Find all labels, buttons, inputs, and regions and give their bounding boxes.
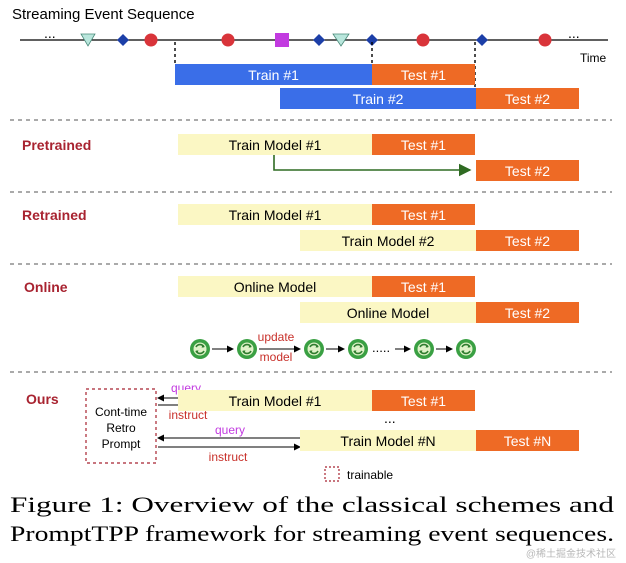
trainable-legend-swatch xyxy=(324,466,340,482)
event-diamond-marker xyxy=(313,34,325,46)
retrained-train1-label: Train Model #1 xyxy=(229,207,322,223)
caption-line1: Figure 1: Overview of the classical sche… xyxy=(10,492,614,517)
online-model2-bar xyxy=(300,302,476,323)
prompt-line2: Retro xyxy=(106,421,136,435)
pretrained-test2-bar xyxy=(476,160,579,181)
timeline-trailing-dots: ... xyxy=(568,25,580,41)
event-circle-marker xyxy=(416,33,430,47)
pretrained-test2-label: Test #2 xyxy=(505,163,550,179)
ours-train1-label: Train Model #1 xyxy=(229,393,322,409)
watermark: @稀土掘金技术社区 xyxy=(526,547,616,560)
test2-label: Test #2 xyxy=(505,91,550,107)
model-update-icon xyxy=(347,338,369,360)
instruct-label-1: instruct xyxy=(169,408,208,422)
query-label-2: query xyxy=(215,423,245,437)
online-test2-label: Test #2 xyxy=(505,305,550,321)
event-triangle-marker xyxy=(80,33,96,47)
train1-bar xyxy=(175,64,372,85)
event-circle-marker xyxy=(538,33,552,47)
prompt-line1: Cont-time xyxy=(95,405,147,419)
ours-dots: ... xyxy=(384,410,396,426)
train2-bar xyxy=(280,88,476,109)
time-axis-label: Time xyxy=(580,51,607,65)
event-square-marker xyxy=(275,33,289,47)
retrained-train2-label: Train Model #2 xyxy=(342,233,435,249)
event-diamond-marker xyxy=(476,34,488,46)
instruct-label-2: instruct xyxy=(209,450,248,464)
model-update-icon xyxy=(455,338,477,360)
ours-label: Ours xyxy=(26,391,59,407)
online-test1-label: Test #1 xyxy=(401,279,446,295)
retrained-test2-bar xyxy=(476,230,579,251)
retrained-test2-label: Test #2 xyxy=(505,233,550,249)
event-diamond-marker xyxy=(366,34,378,46)
online-test1-bar xyxy=(372,276,475,297)
model-label: model xyxy=(260,350,293,364)
timeline-title: Streaming Event Sequence xyxy=(12,6,195,23)
ours-trainN-label: Train Model #N xyxy=(340,433,435,449)
train2-label: Train #2 xyxy=(353,91,404,107)
pretrained-section: Pretrained Train Model #1 Test #1 Test #… xyxy=(22,134,579,181)
model-update-icon xyxy=(189,338,211,360)
online-test2-bar xyxy=(476,302,579,323)
pretrained-train-label: Train Model #1 xyxy=(229,137,322,153)
event-diamond-marker xyxy=(117,34,129,46)
model-update-icon xyxy=(236,338,258,360)
caption-line2: PromptTPP framework for streaming event … xyxy=(10,521,614,546)
test2-bar xyxy=(476,88,579,109)
pretrained-test1-bar xyxy=(372,134,475,155)
event-circle-marker xyxy=(144,33,158,47)
retrained-test1-bar xyxy=(372,204,475,225)
reuse-model-arrow xyxy=(273,155,472,177)
online-model2-label: Online Model xyxy=(347,305,430,321)
trainable-legend-label: trainable xyxy=(347,468,393,482)
timeline-leading-dots: ... xyxy=(44,25,56,41)
model-update-icon xyxy=(413,338,435,360)
train1-label: Train #1 xyxy=(248,67,299,83)
ours-train1-bar xyxy=(178,390,372,411)
online-section: Online Online Model Test #1 Online Model… xyxy=(24,276,579,364)
test1-label: Test #1 xyxy=(401,67,446,83)
ours-test1-label: Test #1 xyxy=(401,393,446,409)
model-update-icon xyxy=(303,338,325,360)
ours-testN-label: Test #N xyxy=(504,433,551,449)
retrained-train2-bar xyxy=(300,230,476,251)
test1-bar xyxy=(372,64,475,85)
prompt-line3: Prompt xyxy=(102,437,141,451)
retrained-section: Retrained Train Model #1 Test #1 Train M… xyxy=(22,204,579,251)
ours-test1-bar xyxy=(372,390,475,411)
online-model1-bar xyxy=(178,276,372,297)
pretrained-label: Pretrained xyxy=(22,137,91,153)
retrained-label: Retrained xyxy=(22,207,87,223)
ours-section: Ours Cont-time Retro Prompt query instru… xyxy=(26,381,579,482)
pretrained-test1-label: Test #1 xyxy=(401,137,446,153)
retrained-test1-label: Test #1 xyxy=(401,207,446,223)
online-label: Online xyxy=(24,279,68,295)
retrained-train1-bar xyxy=(178,204,372,225)
event-triangle-marker xyxy=(332,33,350,47)
event-circle-marker xyxy=(221,33,235,47)
retro-prompt-box xyxy=(85,388,157,464)
chain-dots: ..... xyxy=(372,340,390,355)
ours-testN-bar xyxy=(476,430,579,451)
ours-trainN-bar xyxy=(300,430,476,451)
online-model1-label: Online Model xyxy=(234,279,317,295)
pretrained-train-bar xyxy=(178,134,372,155)
timeline-section: Streaming Event Sequence ... ... Time Tr… xyxy=(12,6,608,109)
update-label: update xyxy=(258,330,295,344)
